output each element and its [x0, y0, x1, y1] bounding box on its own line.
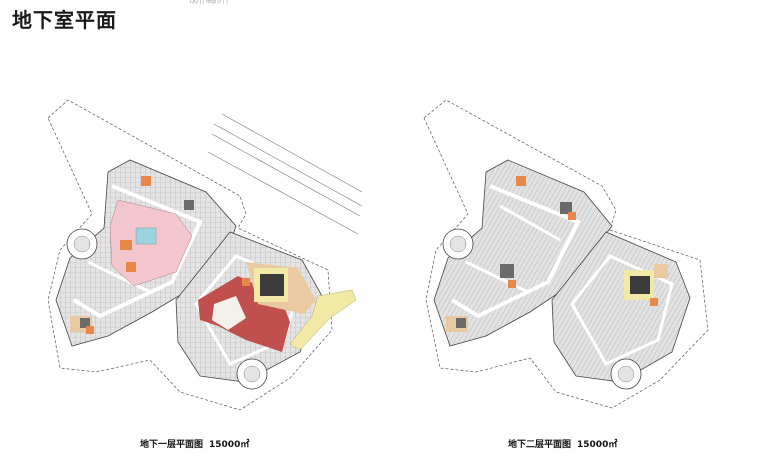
plan-name-b1: 地下一层平面图: [140, 440, 204, 450]
plan-caption-b2: 地下二层平面图 15000㎡: [508, 437, 623, 450]
plan-area-b1: 15000㎡: [209, 440, 250, 450]
rail-lines: [207, 113, 363, 235]
plan-b2: [423, 99, 709, 409]
page-title: 地下室平面: [12, 8, 117, 32]
site-boundary-b2: [423, 99, 709, 409]
plan-name-b2: 地下二层平面图: [508, 440, 572, 450]
yellow-wing: [289, 289, 357, 351]
plan-caption-b1: 地下一层平面图 15000㎡: [140, 437, 255, 450]
plan-b1: [47, 99, 363, 411]
plan-area-b2: 15000㎡: [577, 440, 618, 450]
header-strip: QQ | | http:// | |: [190, 0, 228, 5]
site-boundary: [47, 99, 333, 411]
